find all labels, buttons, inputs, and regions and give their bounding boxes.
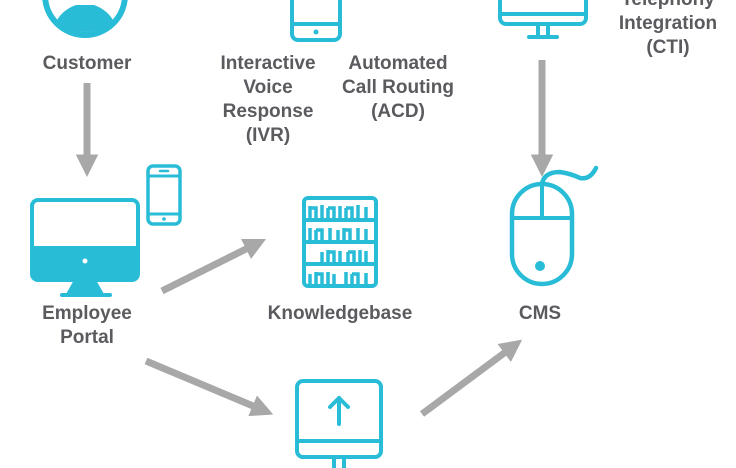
computer-mouse-icon — [509, 165, 599, 287]
upload-monitor-icon — [295, 379, 383, 468]
arrow-upload-to-cms — [419, 339, 523, 417]
desktop-and-phone-icon — [30, 164, 182, 297]
node-label-acd: Automated Call Routing (ACD) — [342, 53, 454, 122]
desktop-monitor-icon — [498, 0, 588, 39]
smartphone-icon — [290, 0, 342, 42]
arrow-employee-portal-to-upload — [144, 357, 274, 417]
node-label-knowledgebase: Knowledgebase — [267, 303, 413, 324]
node-label-cti: Telephony Integration (CTI) — [618, 0, 718, 58]
bookshelf-icon — [302, 196, 378, 288]
user-circle-icon — [42, 0, 128, 38]
arrow-employee-portal-to-knowledgebase — [160, 238, 267, 295]
node-label-ivr: Interactive Voice Response (IVR) — [220, 53, 316, 146]
node-label-employee-portal: Employee Portal — [42, 303, 132, 348]
node-label-cms: CMS — [518, 303, 562, 324]
node-label-customer: Customer — [42, 53, 132, 74]
